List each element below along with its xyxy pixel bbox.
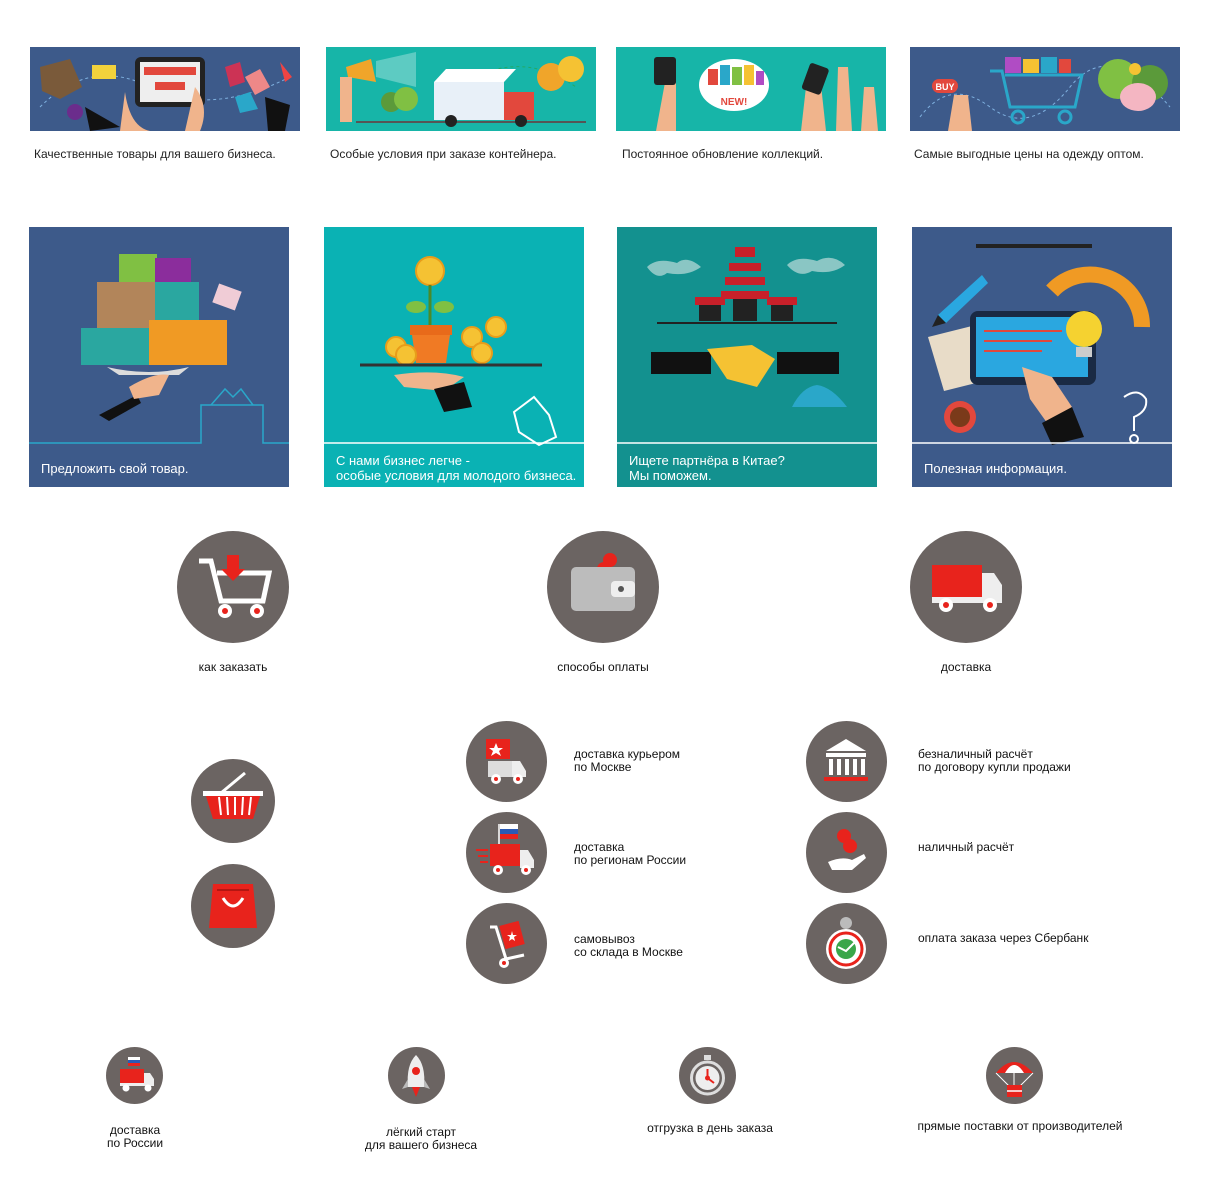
- banner-caption: Самые выгодные цены на одежду оптом.: [914, 147, 1144, 161]
- how-to-order-button[interactable]: [177, 531, 289, 643]
- banner-caption: Постоянное обновление коллекций.: [622, 147, 824, 161]
- tablet-lightbulb-illustration: [912, 227, 1172, 487]
- banner-container-order[interactable]: [326, 47, 596, 131]
- feature-direct-supply-label: прямые поставки от производителей: [890, 1120, 1150, 1133]
- card-caption-line2: особые условия для молодого бизнеса.: [336, 468, 577, 483]
- card-caption: Полезная информация.: [924, 449, 1170, 487]
- banner-collection-update[interactable]: NEW!: [616, 47, 886, 131]
- delivery-truck-illustration: [326, 47, 596, 131]
- payment-methods-button[interactable]: [547, 531, 659, 643]
- label-line1: доставка курьером: [574, 747, 681, 761]
- online-shopping-illustration: [30, 47, 300, 131]
- how-to-order-label: как заказать: [198, 660, 268, 674]
- wallet-icon: [571, 553, 635, 611]
- label-line1: отгрузка в день заказа: [647, 1121, 773, 1135]
- banner-best-prices[interactable]: BUY: [910, 47, 1180, 131]
- card-caption: Предложить свой товар.: [41, 449, 287, 487]
- label-line2: по России: [106, 1136, 164, 1150]
- card-caption-line1: Полезная информация.: [924, 460, 1067, 476]
- card-caption-line1: С нами бизнес легче -: [336, 453, 470, 468]
- bank-icon: [824, 739, 868, 781]
- feature-direct-supply[interactable]: [986, 1047, 1043, 1104]
- courier-delivery-label: доставка курьером по Москве: [574, 748, 680, 774]
- card-useful-info[interactable]: Полезная информация.: [912, 227, 1172, 487]
- label-line2: по регионам России: [574, 853, 687, 867]
- cash-payment-label: наличный расчёт: [918, 841, 1014, 854]
- card-offer-product[interactable]: Предложить свой товар.: [29, 227, 289, 487]
- hand-cart-icon: [490, 920, 525, 968]
- label-line2: по Москве: [574, 760, 632, 774]
- money-plant-illustration: [324, 227, 584, 487]
- shopping-bag-button[interactable]: [191, 864, 275, 948]
- russia-truck-small-icon: [120, 1057, 154, 1092]
- feature-easy-start-label: лёгкий старт для вашего бизнеса: [346, 1126, 496, 1152]
- regions-delivery-option[interactable]: [466, 812, 547, 893]
- sberbank-payment-label: оплата заказа через Сбербанк: [918, 932, 1088, 945]
- feature-easy-start[interactable]: [388, 1047, 445, 1104]
- boxes-on-tray-illustration: [29, 227, 289, 487]
- card-china-partner[interactable]: Ищете партнёра в Китае? Мы поможем.: [617, 227, 877, 487]
- feature-russia-delivery-label: доставка по России: [80, 1124, 190, 1150]
- basket-icon: [203, 771, 263, 819]
- card-young-business[interactable]: С нами бизнес легче - особые условия для…: [324, 227, 584, 487]
- handshake-china-illustration: [617, 227, 877, 487]
- coins-hand-icon: [828, 829, 866, 870]
- card-caption: С нами бизнес легче - особые условия для…: [336, 449, 582, 487]
- feature-russia-delivery[interactable]: [106, 1047, 163, 1104]
- cash-payment-option[interactable]: [806, 812, 887, 893]
- label-line1: лёгкий старт: [386, 1125, 456, 1139]
- pickup-label: самовывоз со склада в Москве: [574, 933, 683, 959]
- label-line1: наличный расчёт: [918, 840, 1015, 854]
- shopping-cart-savings-illustration: BUY: [910, 47, 1180, 131]
- feature-same-day-shipping[interactable]: [679, 1047, 736, 1104]
- payment-methods-label: способы оплаты: [557, 660, 649, 674]
- rocket-icon: [402, 1055, 430, 1097]
- courier-delivery-option[interactable]: [466, 721, 547, 802]
- courier-truck-icon: [486, 739, 526, 784]
- cashless-payment-label: безналичный расчёт по договору купли про…: [918, 748, 1071, 774]
- card-caption-line1: Предложить свой товар.: [41, 460, 189, 476]
- regions-delivery-label: доставка по регионам России: [574, 841, 686, 867]
- sberbank-icon: [826, 917, 866, 969]
- label-line2: для вашего бизнеса: [364, 1138, 478, 1152]
- card-caption-line2: Мы поможем.: [629, 468, 712, 483]
- label-line1: оплата заказа через Сбербанк: [918, 931, 1089, 945]
- pickup-option[interactable]: [466, 903, 547, 984]
- label-line1: доставка: [574, 840, 625, 854]
- label-line2: по договору купли продажи: [918, 760, 1071, 774]
- sberbank-payment-option[interactable]: [806, 903, 887, 984]
- feature-same-day-shipping-label: отгрузка в день заказа: [630, 1122, 790, 1135]
- banner-quality-goods[interactable]: [30, 47, 300, 131]
- truck-icon: [932, 565, 1002, 612]
- label-line1: прямые поставки от производителей: [917, 1119, 1123, 1133]
- new-collection-illustration: NEW!: [616, 47, 886, 131]
- card-caption-line1: Ищете партнёра в Китае?: [629, 453, 785, 468]
- russia-truck-icon: [476, 824, 534, 875]
- parachute-icon: [995, 1062, 1034, 1097]
- label-line1: безналичный расчёт: [918, 747, 1033, 761]
- banner-caption: Особые условия при заказе контейнера.: [330, 147, 557, 161]
- cart-icon: [199, 555, 273, 618]
- cashless-payment-option[interactable]: [806, 721, 887, 802]
- buy-badge: BUY: [935, 82, 954, 92]
- delivery-button[interactable]: [910, 531, 1022, 643]
- stopwatch-icon: [690, 1055, 725, 1096]
- shopping-bag-icon: [209, 884, 257, 928]
- label-line2: со склада в Москве: [574, 945, 683, 959]
- basket-button[interactable]: [191, 759, 275, 843]
- banner-caption: Качественные товары для вашего бизнеса.: [34, 147, 276, 161]
- new-badge: NEW!: [721, 97, 748, 108]
- label-line1: самовывоз: [574, 932, 635, 946]
- card-caption: Ищете партнёра в Китае? Мы поможем.: [629, 449, 875, 487]
- label-line1: доставка: [109, 1123, 161, 1137]
- delivery-label: доставка: [940, 660, 992, 674]
